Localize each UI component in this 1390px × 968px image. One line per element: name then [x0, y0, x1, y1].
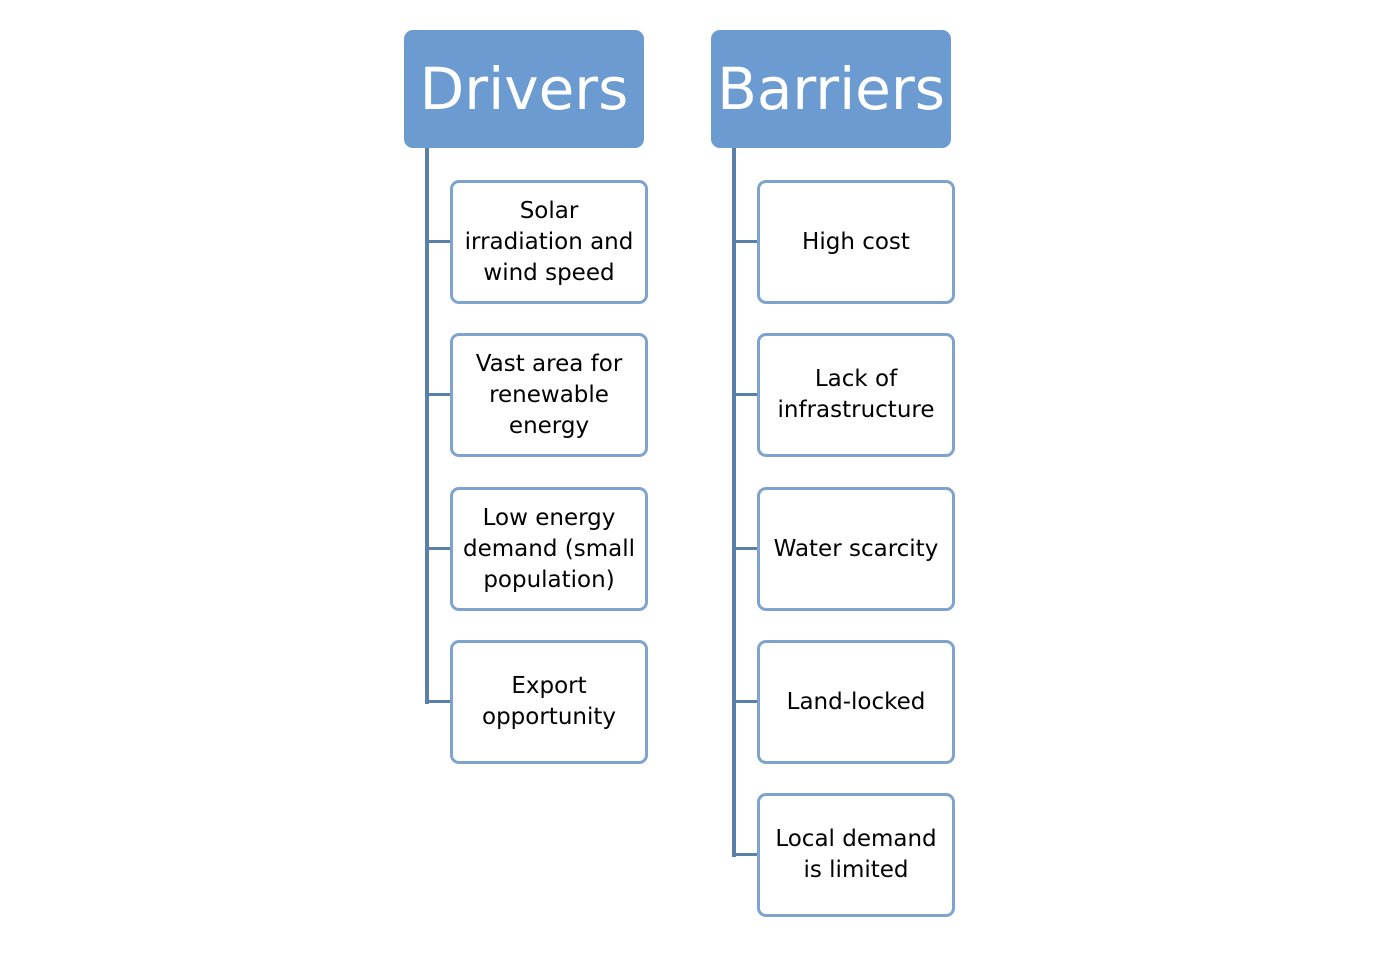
barrier-item: Water scarcity [757, 487, 955, 611]
driver-item: Solar irradiation and wind speed [450, 180, 648, 304]
driver-item: Vast area for renewable energy [450, 333, 648, 457]
drivers-connector-trunk [425, 148, 429, 704]
driver-item: Low energy demand (small population) [450, 487, 648, 611]
barriers-connector-trunk [732, 148, 736, 857]
drivers-header: Drivers [404, 30, 644, 148]
barriers-connector-branch [732, 853, 758, 856]
barrier-item: Land-locked [757, 640, 955, 764]
barrier-item: High cost [757, 180, 955, 304]
barrier-item: Lack of infrastructure [757, 333, 955, 457]
drivers-connector-branch [425, 547, 451, 550]
barriers-connector-branch [732, 700, 758, 703]
barriers-connector-branch [732, 547, 758, 550]
drivers-connector-branch [425, 700, 451, 703]
barriers-connector-branch [732, 240, 758, 243]
barrier-item: Local demand is limited [757, 793, 955, 917]
barriers-connector-branch [732, 393, 758, 396]
drivers-connector-branch [425, 240, 451, 243]
driver-item: Export opportunity [450, 640, 648, 764]
drivers-connector-branch [425, 393, 451, 396]
barriers-header: Barriers [711, 30, 951, 148]
